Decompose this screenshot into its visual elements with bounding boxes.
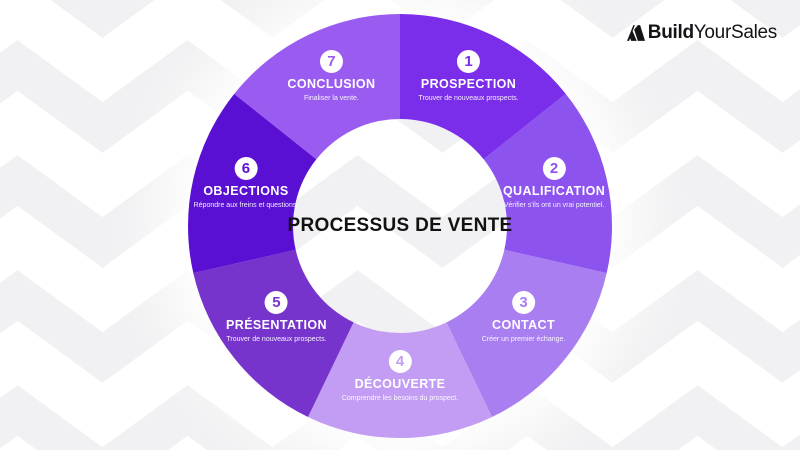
logo-text-light: YourSales — [693, 22, 778, 43]
donut-segment-contact — [446, 249, 607, 418]
donut-segment-présentation — [193, 249, 354, 418]
donut-segment-objections — [188, 93, 317, 274]
chart-title: PROCESSUS DE VENTE — [287, 215, 513, 236]
donut-segment-prospection — [400, 14, 566, 160]
donut-segment-découverte — [308, 322, 492, 439]
donut-segment-conclusion — [234, 14, 400, 160]
logo-mark-icon — [626, 25, 645, 41]
logo-text-bold: Build — [647, 22, 694, 43]
donut-segment-qualification — [483, 93, 612, 274]
